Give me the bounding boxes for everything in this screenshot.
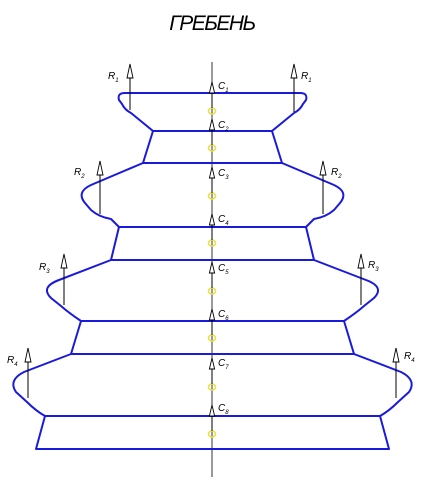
crest-outline xyxy=(12,92,413,450)
centroid-arrowhead-7 xyxy=(208,357,216,370)
reaction-arrows xyxy=(24,63,400,398)
reaction-label-3-right: R3 xyxy=(368,260,379,273)
centroid-label-8: C8 xyxy=(218,403,229,416)
centroid-arrowhead-1 xyxy=(208,81,216,94)
reaction-label-4-left: R4 xyxy=(7,355,18,368)
reaction-label-2-right: R2 xyxy=(331,167,342,180)
reaction-arrowhead-4-left xyxy=(24,347,32,363)
tier-8-outline xyxy=(35,415,390,450)
reaction-label-2-left: R2 xyxy=(74,167,85,180)
reaction-label-1-left: R1 xyxy=(108,71,119,84)
reaction-label-4-right: R4 xyxy=(404,351,415,364)
centroid-arrowhead-3 xyxy=(208,166,216,179)
centroid-label-6: C6 xyxy=(218,309,229,322)
centroid-label-1: C1 xyxy=(218,81,229,94)
centroid-label-5: C5 xyxy=(218,263,229,276)
reaction-label-1-right: R1 xyxy=(301,71,312,84)
centroid-arrowhead-8 xyxy=(208,404,216,417)
reaction-arrowhead-2-right xyxy=(319,160,327,176)
centroid-arrowhead-4 xyxy=(208,213,216,226)
centroid-label-4: C4 xyxy=(218,214,229,227)
diagram-title: ГРЕБЕНЬ xyxy=(169,12,255,35)
reaction-arrowhead-3-left xyxy=(60,253,68,269)
centroid-arrows xyxy=(208,81,216,431)
reaction-arrowhead-1-left xyxy=(126,63,134,79)
reaction-arrowhead-4-right xyxy=(392,347,400,363)
centroid-label-2: C2 xyxy=(218,120,229,133)
centroid-label-7: C7 xyxy=(218,358,229,371)
centroid-arrowhead-2 xyxy=(208,118,216,131)
reaction-arrowhead-1-right xyxy=(290,63,298,79)
centroid-arrowhead-5 xyxy=(208,261,216,274)
reaction-labels: R1 R1 R2 R2 R3 R3 R4 R4 xyxy=(7,71,415,368)
centroid-arrowhead-6 xyxy=(208,308,216,321)
centroid-label-3: C3 xyxy=(218,168,229,181)
reaction-arrowhead-2-left xyxy=(96,160,104,176)
reaction-label-3-left: R3 xyxy=(39,262,50,275)
reaction-arrowhead-3-right xyxy=(357,253,365,269)
centroid-labels: C1 C2 C3 C4 C5 C6 C7 C8 xyxy=(218,81,229,416)
